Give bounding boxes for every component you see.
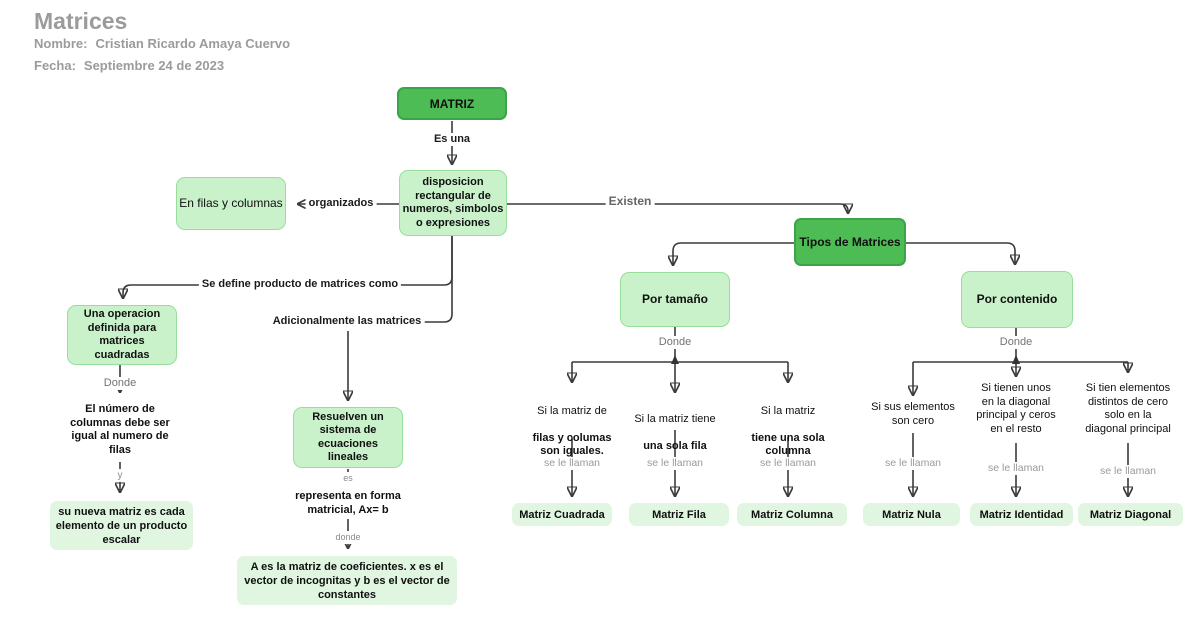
condition-matriz-nula: Si sus elementos son cero: [871, 401, 955, 427]
author-line: Nombre: Cristian Ricardo Amaya Cuervo: [34, 36, 290, 51]
page-title: Matrices: [34, 8, 128, 34]
edge-label-donde-left: Donde: [100, 377, 140, 390]
text-representa: representa en forma matricial, Ax= b: [295, 490, 401, 516]
edge-label-se-define: Se define producto de matrices como: [198, 278, 402, 291]
result-matriz-cuadrada: Matriz Cuadrada: [512, 503, 612, 526]
edge-label-organizados: organizados: [305, 197, 377, 210]
result-matriz-diagonal: Matriz Diagonal: [1078, 503, 1183, 526]
result-matriz-columna: Matriz Columna: [737, 503, 847, 526]
junction-arrow: [671, 355, 679, 364]
edge-label-donde-small: donde: [332, 531, 364, 544]
date-value: Septiembre 24 de 2023: [83, 58, 225, 73]
node-por-contenido: Por contenido: [961, 271, 1073, 328]
condition-lead: Si la matriz: [760, 404, 816, 417]
edge-label-se-le-llaman-6: se le llaman: [1096, 465, 1160, 478]
edge-label-se-le-llaman-5: se le llaman: [984, 462, 1048, 475]
condition-emph: una sola fila: [643, 439, 707, 452]
node-a-es-la-matriz: A es la matriz de coeficientes. x es el …: [237, 556, 457, 605]
condition-matriz-cuadrada: Si la matriz de filas y columas son igua…: [515, 391, 629, 472]
edge-label-donde-contenido: Donde: [996, 336, 1036, 349]
edge-label-se-le-llaman-2: se le llaman: [643, 457, 707, 470]
condition-emph: tiene una sola columna: [751, 431, 825, 458]
node-una-operacion: Una operacion definida para matrices cua…: [67, 305, 177, 365]
name-label: Nombre:: [34, 36, 88, 51]
node-su-nueva-matriz: su nueva matriz es cada elemento de un p…: [50, 501, 193, 550]
condition-matriz-fila: Si la matriz tiene una sola fila: [615, 399, 735, 467]
result-matriz-identidad: Matriz Identidad: [970, 503, 1073, 526]
result-matriz-fila: Matriz Fila: [629, 503, 729, 526]
edge-label-existen: Existen: [605, 195, 655, 208]
edge-label-y: y: [114, 469, 126, 482]
node-en-filas-y-columnas: En filas y columnas: [176, 177, 286, 230]
condition-lead: Si la matriz de: [537, 404, 607, 417]
node-por-tamano: Por tamaño: [620, 272, 730, 327]
result-matriz-nula: Matriz Nula: [863, 503, 960, 526]
text-el-numero: El número de columnas debe ser igual al …: [70, 403, 170, 456]
node-tipos-de-matrices: Tipos de Matrices: [794, 218, 906, 266]
node-matriz: MATRIZ: [397, 87, 507, 120]
condition-matriz-columna: Si la matriz tiene una sola columna: [733, 391, 843, 472]
date-line: Fecha: Septiembre 24 de 2023: [34, 58, 224, 73]
date-label: Fecha:: [34, 58, 76, 73]
junction-arrow: [1012, 355, 1020, 364]
node-resuelven: Resuelven un sistema de ecuaciones linea…: [293, 407, 403, 468]
edge-label-es: es: [340, 472, 356, 485]
edge-label-se-le-llaman-4: se le llaman: [881, 457, 945, 470]
edge-label-donde-tamano: Donde: [655, 336, 695, 349]
name-value: Cristian Ricardo Amaya Cuervo: [95, 36, 291, 51]
condition-matriz-identidad: Si tienen unos en la diagonal principal …: [976, 382, 1056, 435]
edge-label-adicionalmente: Adicionalmente las matrices: [269, 315, 425, 328]
condition-lead: Si la matriz tiene: [634, 412, 716, 425]
condition-emph: filas y columas son iguales.: [532, 431, 612, 458]
edge-label-es-una: Es una: [430, 133, 474, 146]
condition-matriz-diagonal: Si tien elementos distintos de cero solo…: [1085, 382, 1171, 435]
node-disposicion: disposicion rectangular de numeros, simb…: [399, 170, 507, 236]
edge-label-se-le-llaman-1: se le llaman: [540, 457, 604, 470]
edge-label-se-le-llaman-3: se le llaman: [756, 457, 820, 470]
